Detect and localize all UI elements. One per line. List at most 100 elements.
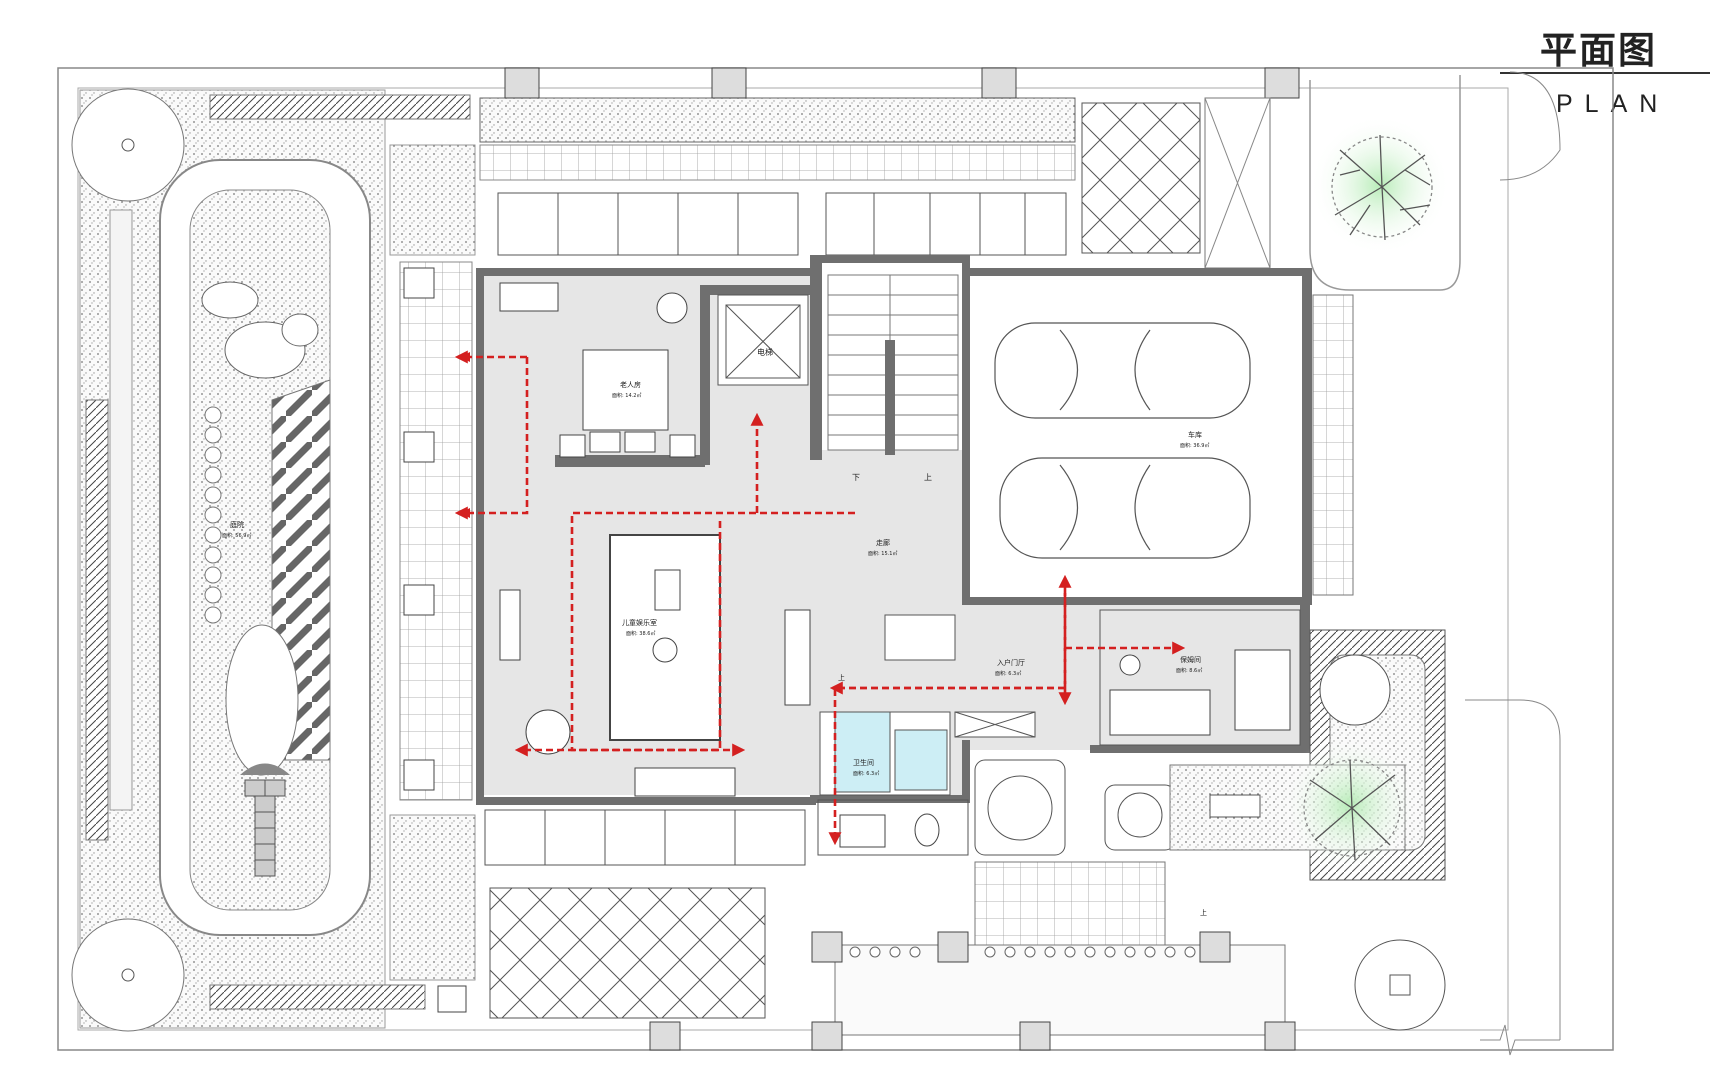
- se-pot-base: [1389, 974, 1411, 996]
- garage-area: 面积: 36.9㎡: [1180, 442, 1209, 449]
- sink-icon: [839, 814, 886, 848]
- ne-lawn-boundary: [1309, 75, 1461, 291]
- circulation-arrowheads: [460, 352, 470, 518]
- stair-wall: [885, 340, 895, 455]
- stepping-stone-row: [204, 406, 222, 624]
- bed-icon: [582, 349, 669, 431]
- sideboard: [634, 767, 736, 797]
- tree-center: [121, 968, 135, 982]
- se-boundary-arc: [1465, 699, 1561, 1040]
- elevator-cross: [725, 304, 801, 379]
- nanny-room-area: 面积: 8.6㎡: [1176, 667, 1202, 674]
- hopscotch: [244, 779, 286, 877]
- bathroom-lower: [817, 799, 969, 856]
- entry-porch-tiles: [974, 861, 1166, 948]
- elder-room-label: 老人房: [620, 380, 641, 389]
- pillow: [624, 431, 656, 453]
- nanny-desk: [1109, 689, 1211, 736]
- shoe-cabinet: [954, 711, 1036, 738]
- corridor-area: 面积: 15.1㎡: [868, 550, 897, 557]
- porch-up-label: 上: [1200, 908, 1207, 917]
- south-diamond-paving: [489, 887, 766, 1019]
- bathroom-label: 卫生间: [853, 758, 874, 767]
- plan-title-en: PLAN: [1556, 90, 1670, 118]
- circulation-paths: [454, 350, 1186, 846]
- pillow: [589, 431, 621, 453]
- corner-tree-nw: [71, 88, 185, 202]
- north-pillars: [504, 67, 1300, 99]
- corridor-label: 走廊: [876, 538, 890, 547]
- walls: [476, 255, 1312, 805]
- kids-room-area: 面积: 38.6㎡: [626, 630, 655, 637]
- drain-box: [437, 985, 467, 1013]
- stair-up-label: 上: [924, 473, 932, 482]
- bed-icon: [1234, 649, 1291, 731]
- entrance-label: 入户门厅: [997, 658, 1025, 667]
- title-divider: [1500, 72, 1710, 74]
- north-diamond-paving: [1081, 102, 1201, 254]
- nanny-sink: [1119, 654, 1141, 676]
- round-chair: [525, 709, 571, 755]
- elevator-shaft: [717, 294, 809, 386]
- north-planter-strip: [479, 97, 1076, 143]
- planter-tree: [987, 775, 1053, 841]
- south-glass-windows: [484, 809, 806, 866]
- front-pillars: [649, 931, 1296, 1051]
- se-round-planter: [1319, 654, 1391, 726]
- road-break-line: [1480, 1024, 1560, 1056]
- se-bench: [1209, 794, 1261, 818]
- elder-room: 老人房 面积: 14.2㎡: [499, 282, 696, 458]
- se-tree-glow: [1280, 735, 1420, 875]
- elevator-label: 电梯: [757, 347, 773, 357]
- bathroom-area: 面积: 6.3㎡: [853, 770, 879, 777]
- site-corner-arc: [1499, 71, 1561, 181]
- garden-label: 庭院: [230, 520, 244, 529]
- pillar-lights-west: [403, 267, 435, 791]
- corner-tree-sw: [71, 918, 185, 1032]
- toy-car: [652, 637, 678, 663]
- tv-cabinet: [499, 589, 521, 661]
- window-mullions: [557, 193, 1026, 255]
- north-glass-windows: [497, 192, 1067, 256]
- kids-room-label: 儿童娱乐室: [622, 618, 657, 627]
- elevator-car: [725, 304, 801, 379]
- shower-glass: [834, 711, 891, 793]
- plan-title-zh: 平面图: [1540, 29, 1657, 72]
- stair-down-label: 下: [852, 473, 860, 482]
- entry-steps: [884, 614, 956, 661]
- gravel-strip-top: [389, 144, 476, 256]
- shower-glass-2: [894, 729, 948, 791]
- site-inner-boundary: [77, 87, 1509, 1031]
- planter-tree: [1117, 792, 1163, 838]
- nightstand: [559, 434, 586, 458]
- tree-icon: [1331, 134, 1433, 241]
- nightstand: [669, 434, 696, 458]
- tree-center: [121, 138, 135, 152]
- panel-cross: [1204, 97, 1271, 269]
- stepping-stone: [281, 313, 319, 347]
- armchair: [656, 292, 688, 324]
- mushroom-shape: [240, 763, 290, 775]
- bath-up-label: 上: [838, 673, 845, 682]
- west-planter: [109, 209, 133, 811]
- wardrobe: [499, 282, 559, 312]
- west-hedge: [85, 399, 109, 841]
- tile-walkway-west: [399, 261, 473, 801]
- play-table: [654, 569, 681, 611]
- elder-room-area: 面积: 14.2㎡: [612, 392, 641, 399]
- nanny-room-label: 保姆间: [1180, 655, 1201, 664]
- entrance-area: 面积: 6.3㎡: [995, 670, 1021, 677]
- gravel-strip-bottom: [389, 814, 476, 981]
- oval-lawn: [225, 624, 299, 776]
- round-stepping-stones: [201, 281, 259, 319]
- planter-boxes-front: [974, 759, 1176, 856]
- garage-label: 车库: [1188, 430, 1202, 439]
- car-icon: [994, 322, 1251, 559]
- north-tile-band: [479, 144, 1076, 181]
- north-planter: [209, 94, 471, 120]
- garage-door-track: [1312, 294, 1354, 596]
- toilet-icon: [914, 813, 940, 847]
- south-planter: [209, 984, 426, 1010]
- front-stepping-stones: [849, 946, 1196, 958]
